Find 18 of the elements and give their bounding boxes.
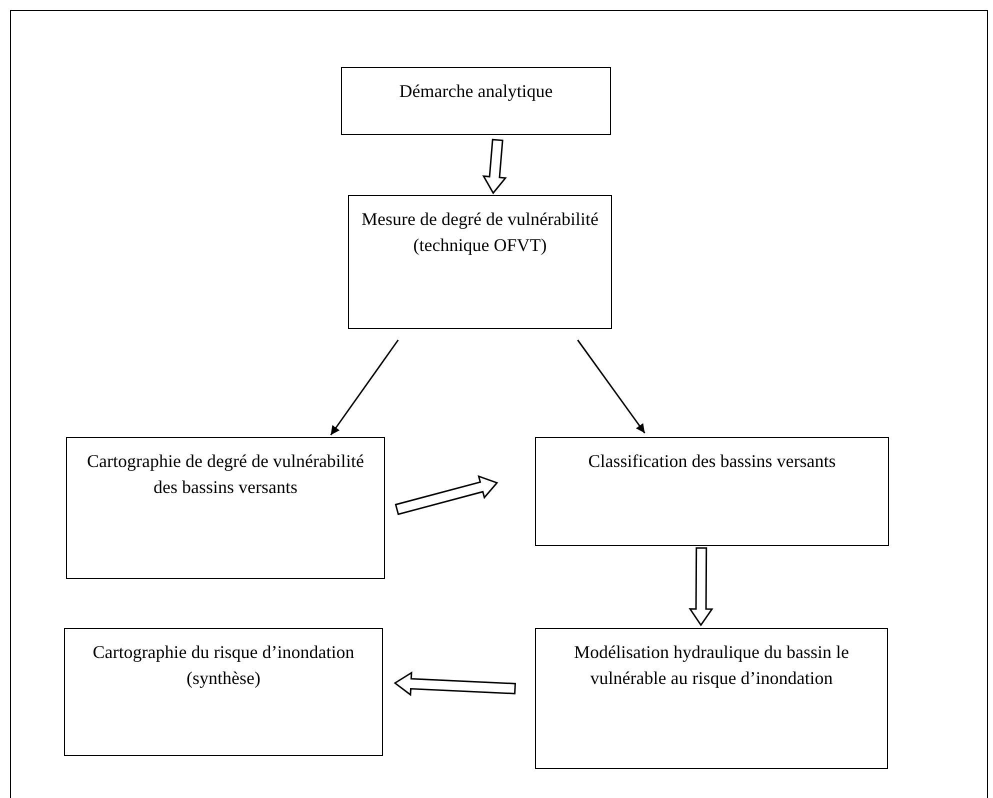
box-text: Classification des bassins versants (587, 450, 837, 473)
block-arrow (482, 138, 507, 194)
box-text: Cartographie du risque d’inondation (synthèse) (92, 641, 356, 690)
box-text: Modélisation hydraulique du bassin le vulnérable au risque d’inondation (573, 641, 850, 690)
arrow (330, 340, 399, 436)
process-box (348, 195, 612, 329)
process-box (535, 437, 889, 546)
arrow (577, 340, 646, 434)
box-text: Mesure de degré de vulnérabilité (technique OFVT) (361, 208, 599, 258)
box-text: Démarche analytique (398, 80, 554, 103)
process-box (66, 437, 385, 579)
process-box (341, 67, 611, 135)
block-arrow (688, 547, 714, 626)
box-text: Cartographie de degré de vulnérabilité des bassins versants (86, 450, 365, 500)
block-arrow (394, 671, 516, 696)
process-box (535, 628, 888, 769)
block-arrow (394, 475, 498, 516)
process-box (64, 628, 383, 756)
